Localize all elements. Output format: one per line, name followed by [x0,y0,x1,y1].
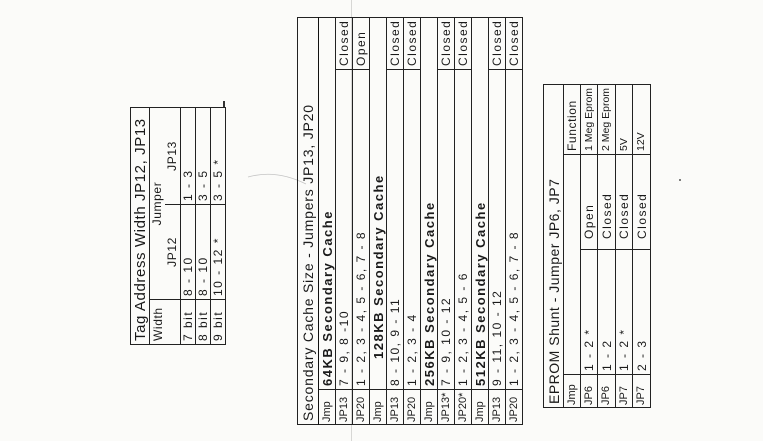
table-row: JP13 9 - 11, 10 - 12 Closed [488,17,506,425]
state-cell: Closed [437,17,455,70]
section-header-row: Jmp 128KB Secondary Cache [369,17,387,425]
table-row: JP6 1 - 2 * Open 1 Meg Eprom [580,84,598,408]
width-cell: 9 bit [210,299,226,345]
tag-address-width-table: Tag Address Width JP12, JP13 Width Jumpe… [130,107,226,345]
state-cell: Closed [597,154,616,250]
jp13-cell: 3 - 5 * [210,107,226,205]
function-cell: 2 Meg Eprom [597,84,616,155]
width-cell: 7 bit [180,299,196,345]
table-row: JP6 1 - 2 Closed 2 Meg Eprom [597,84,616,408]
jumper-header: Jumper [149,107,165,300]
pins-cell: 9 - 11, 10 - 12 [488,69,506,390]
jumper-cell: JP20 [505,389,523,425]
pins-cell: 2 - 3 [632,249,651,375]
cache-size-label: 64KB Secondary Cache [318,17,336,390]
state-cell: Closed [454,17,472,70]
function-cell: 12V [632,84,651,155]
table-row: 7 bit 8 - 10 1 - 3 [180,107,196,345]
jp12-cell: 8 - 10 [195,204,211,300]
jumper-cell: JP6 [597,374,616,408]
jumper-cell: JP13* [437,389,455,425]
jmp-header: Jmp [318,389,336,425]
jumper-cell: JP20* [454,389,472,425]
cache-size-label: 128KB Secondary Cache [369,17,387,390]
jp13-header: JP13 [164,107,181,205]
section-header-row: Jmp 64KB Secondary Cache [318,17,336,425]
state-cell: Closed [488,17,506,70]
state-cell: Closed [335,17,353,70]
jmp-header: Jmp [420,389,438,425]
pins-cell: 7 - 9, 8 -10 [335,69,353,390]
state-cell: Closed [615,154,633,250]
jmp-header: Jmp [471,389,489,425]
pins-cell: 1 - 2 * [580,249,598,375]
jp13-cell: 1 - 3 [180,107,196,205]
jumper-cell: JP7 [632,374,651,408]
blank-header-cell [563,154,581,375]
jumper-cell: JP13 [335,389,353,425]
pins-cell: 1 - 2, 3 - 4, 5 - 6, 7 - 8 [505,69,523,390]
jumper-cell: JP13 [386,389,404,425]
state-cell: Open [352,17,370,70]
jumper-cell: JP20 [403,389,421,425]
section-header-row: Jmp 512KB Secondary Cache [471,17,489,425]
jmp-header: Jmp [563,374,581,408]
state-cell: Closed [632,154,651,250]
scan-speck [223,101,225,107]
header-row: Jmp Function [563,84,581,408]
table-row: 8 bit 8 - 10 3 - 5 [195,107,211,345]
scan-fold-line [351,0,352,441]
pins-cell: 7 - 9, 10 - 12 [437,69,455,390]
tag-table-title: Tag Address Width JP12, JP13 [130,107,150,345]
table-row: JP7 2 - 3 Closed 12V [632,84,651,408]
state-cell: Closed [403,17,421,70]
function-cell: 5V [615,84,633,155]
table-row: JP20 1 - 2, 3 - 4, 5 - 6, 7 - 8 Open [352,17,370,425]
table-row: JP13* 7 - 9, 10 - 12 Closed [437,17,455,425]
state-cell: Open [580,154,598,250]
jumper-cell: JP20 [352,389,370,425]
state-cell: Closed [505,17,523,70]
jp13-cell: 3 - 5 [195,107,211,205]
state-cell: Closed [386,17,404,70]
jp12-header: JP12 [164,204,181,300]
table-row: JP20* 1 - 2, 3 - 4, 5 - 6 Closed [454,17,472,425]
pins-cell: 8 - 10, 9 - 11 [386,69,404,390]
jumper-cell: JP6 [580,374,598,408]
table-row: JP13 8 - 10, 9 - 11 Closed [386,17,404,425]
cache-size-label: 256KB Secondary Cache [420,17,438,390]
pins-cell: 1 - 2, 3 - 4, 5 - 6 [454,69,472,390]
jp12-cell: 8 - 10 [180,204,196,300]
jumper-cell: JP13 [488,389,506,425]
table-row: JP20 1 - 2, 3 - 4 Closed [403,17,421,425]
table-row: 9 bit 10 - 12 * 3 - 5 * [210,107,226,345]
function-cell: 1 Meg Eprom [580,84,598,155]
scan-smudge-arc [247,173,307,185]
eprom-shunt-table: EPROM Shunt - Jumper JP6, JP7 Jmp Functi… [543,84,651,408]
width-cell: 8 bit [195,299,211,345]
function-header: Function [563,84,581,155]
section-header-row: Jmp 256KB Secondary Cache [420,17,438,425]
jumper-cell: JP7 [615,374,633,408]
pins-cell: 1 - 2 [597,249,616,375]
table-row: JP20 1 - 2, 3 - 4, 5 - 6, 7 - 8 Closed [505,17,523,425]
scan-speck [679,179,681,181]
jp12-cell: 10 - 12 * [210,204,226,300]
table-row: JP13 7 - 9, 8 -10 Closed [335,17,353,425]
eprom-table-title: EPROM Shunt - Jumper JP6, JP7 [543,84,564,408]
secondary-cache-size-table: Secondary Cache Size - Jumpers JP13, JP2… [297,17,523,425]
cache-table-title: Secondary Cache Size - Jumpers JP13, JP2… [297,17,319,425]
table-row: JP7 1 - 2 * Closed 5V [615,84,633,408]
pins-cell: 1 - 2, 3 - 4, 5 - 6, 7 - 8 [352,69,370,390]
jmp-header: Jmp [369,389,387,425]
cache-size-label: 512KB Secondary Cache [471,17,489,390]
pins-cell: 1 - 2, 3 - 4 [403,69,421,390]
width-header: Width [149,299,181,345]
pins-cell: 1 - 2 * [615,249,633,375]
